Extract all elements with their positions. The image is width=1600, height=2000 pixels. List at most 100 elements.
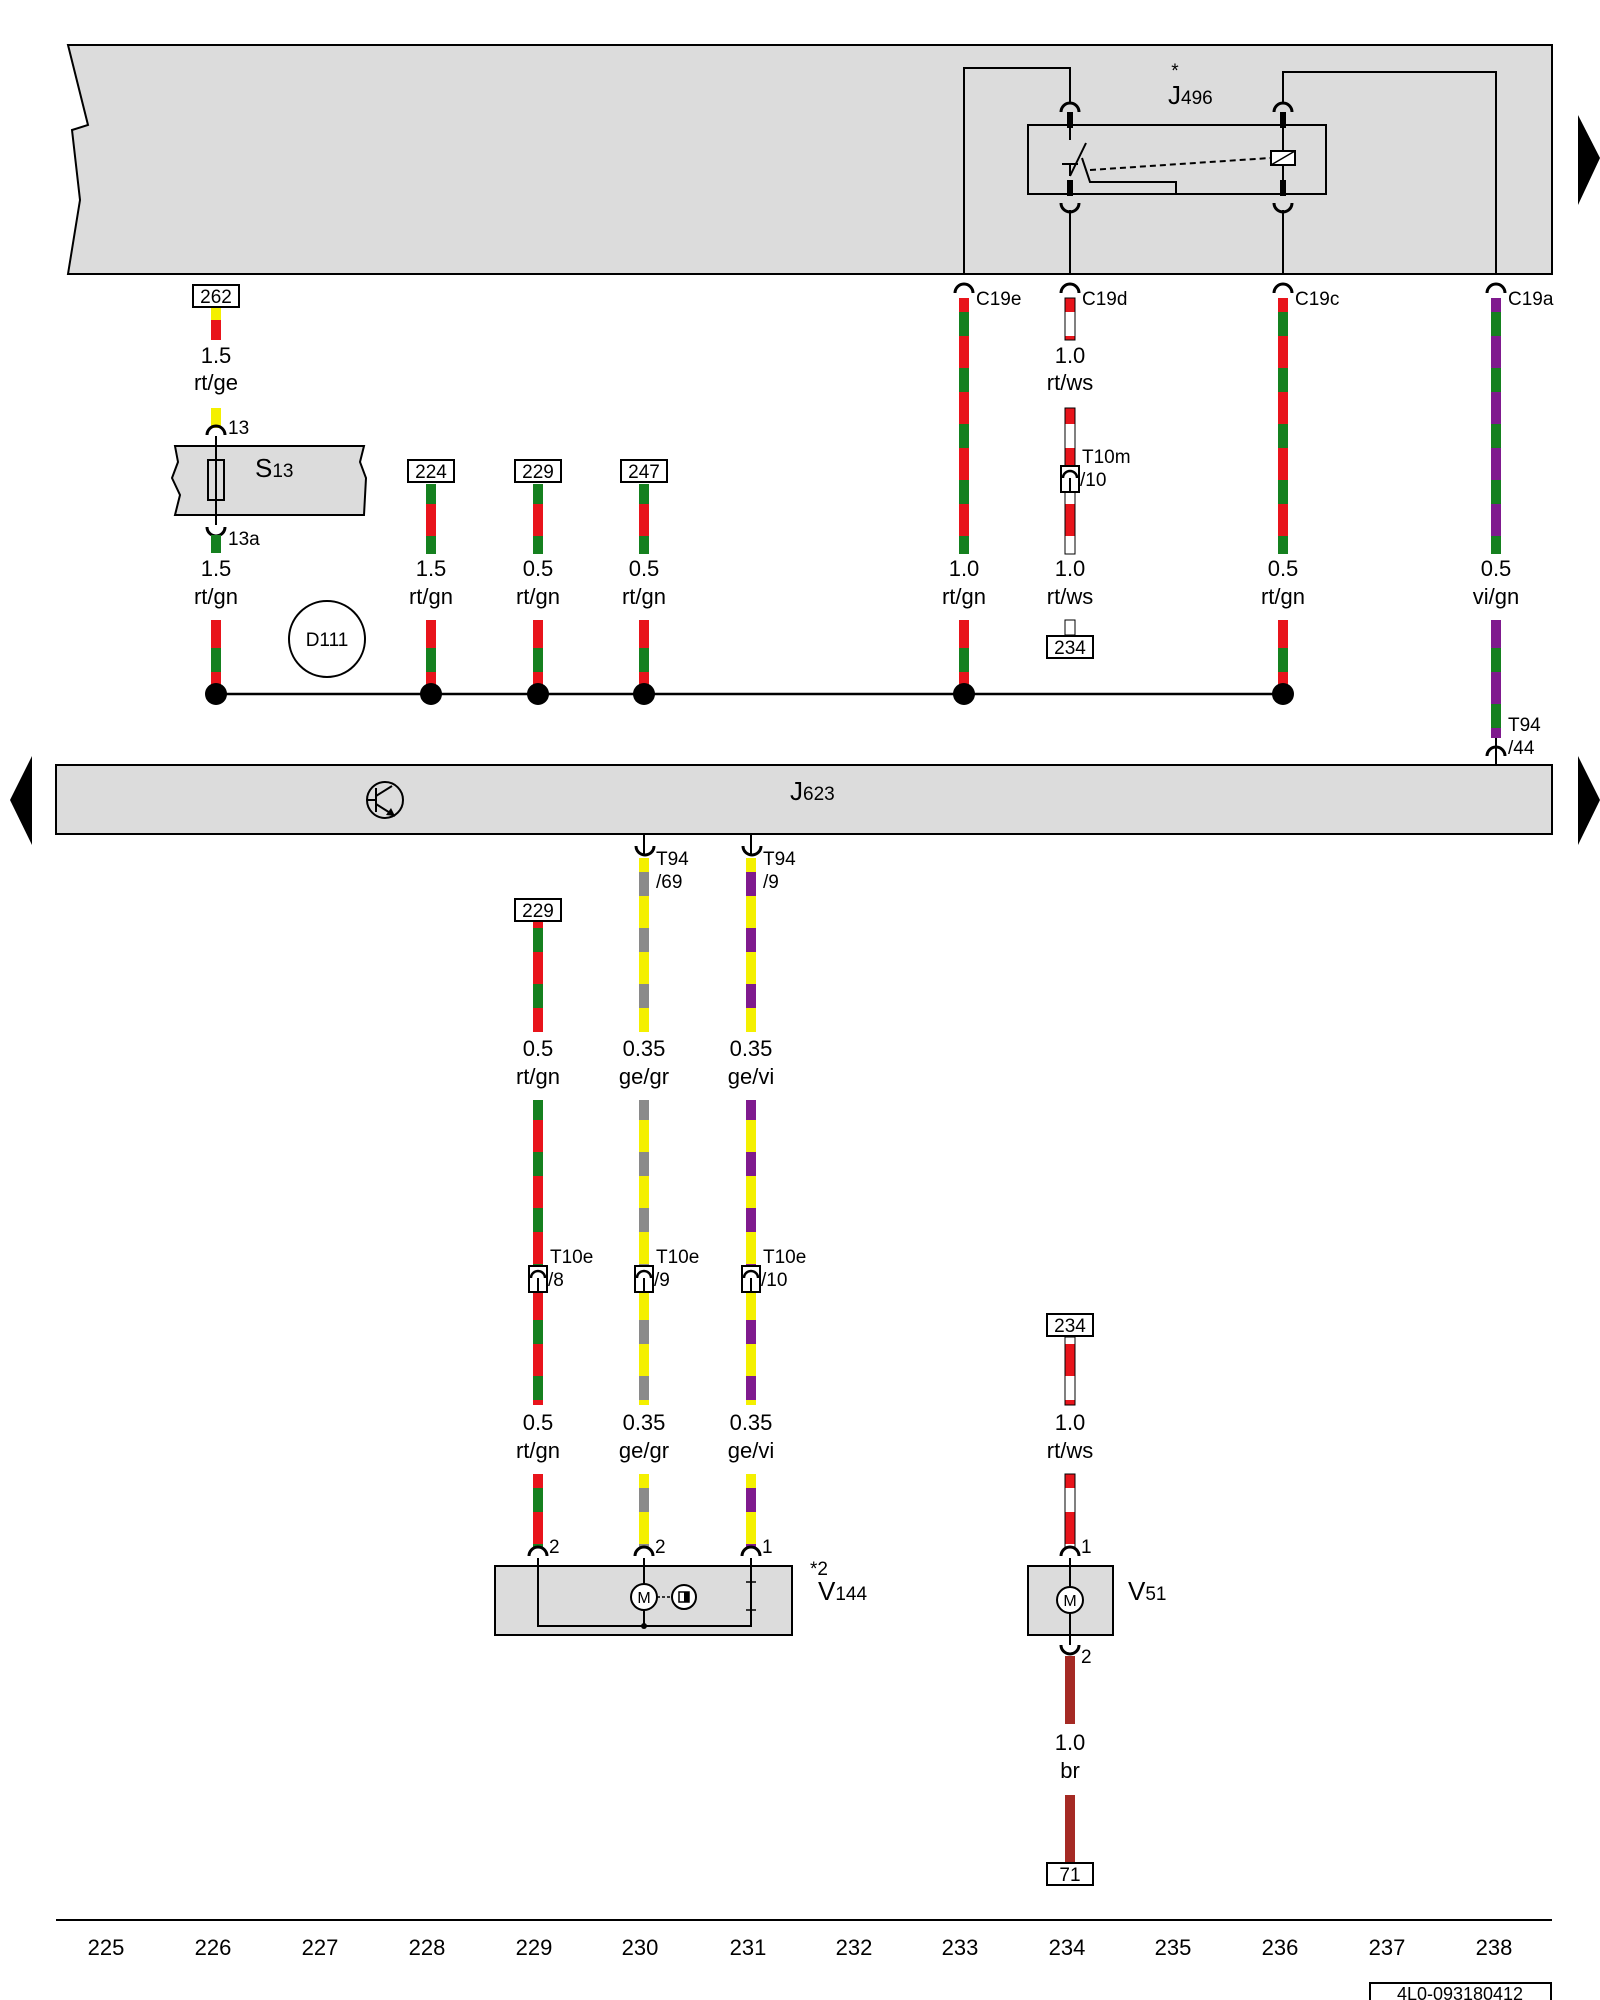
svg-text:233: 233 <box>942 1935 979 1960</box>
ref-box-234-lower[interactable]: 234 <box>1046 1313 1094 1337</box>
svg-text:rt/gn: rt/gn <box>194 584 238 609</box>
svg-text:T10e: T10e <box>763 1247 806 1268</box>
svg-text:234: 234 <box>1054 638 1086 659</box>
wire-label-w15: 0.35 ge/gr <box>619 1410 669 1463</box>
svg-text:D111: D111 <box>306 630 349 651</box>
top-panel <box>66 44 1553 275</box>
svg-text:/9: /9 <box>654 1270 670 1291</box>
svg-text:226: 226 <box>195 1935 232 1960</box>
svg-text:rt/gn: rt/gn <box>516 584 560 609</box>
svg-text:ge/gr: ge/gr <box>619 1064 669 1089</box>
column-numbers: 225 226 227 228 229 230 231 232 233 234 … <box>88 1935 1513 1960</box>
svg-text:T10e: T10e <box>550 1247 593 1268</box>
svg-text:1.0: 1.0 <box>1055 343 1086 368</box>
v51-label: V51 <box>1128 1576 1166 1606</box>
svg-text:rt/ws: rt/ws <box>1047 584 1093 609</box>
svg-text:T10m: T10m <box>1082 447 1131 468</box>
svg-text:rt/gn: rt/gn <box>1261 584 1305 609</box>
footer-code-box <box>1369 1982 1552 2000</box>
svg-text:1.0: 1.0 <box>949 556 980 581</box>
connector-t10e-10: T10e /10 <box>741 1247 806 1293</box>
pin-t94-44-num: /44 <box>1508 738 1535 759</box>
motor-v51: M V51 <box>1027 1558 1166 1645</box>
wire-label-w16: 0.35 ge/vi <box>728 1410 774 1463</box>
svg-text:227: 227 <box>302 1935 339 1960</box>
svg-text:0.35: 0.35 <box>623 1036 666 1061</box>
svg-text:0.5: 0.5 <box>523 1410 554 1435</box>
svg-text:vi/gn: vi/gn <box>1473 584 1519 609</box>
svg-text:237: 237 <box>1369 1935 1406 1960</box>
svg-text:0.5: 0.5 <box>523 556 554 581</box>
wire-label-w3: 1.5 rt/gn <box>194 556 238 609</box>
svg-text:0.35: 0.35 <box>730 1410 773 1435</box>
svg-text:71: 71 <box>1059 1865 1080 1886</box>
pin-c19c: C19c <box>1295 289 1339 310</box>
arrow-right-top-icon <box>1578 115 1600 205</box>
wire-label-w4: 1.5 rt/gn <box>409 556 453 609</box>
ref-box-247[interactable]: 247 <box>620 459 668 483</box>
motor-v144: M *2 V144 <box>494 1558 867 1636</box>
ref-box-229-top[interactable]: 229 <box>514 459 562 483</box>
svg-text:232: 232 <box>836 1935 873 1960</box>
svg-text:br: br <box>1060 1758 1080 1783</box>
j496-label: J496 <box>1168 80 1213 110</box>
v51-pin-2: 2 <box>1081 1647 1092 1668</box>
ref-box-262[interactable]: 262 <box>192 284 240 308</box>
svg-text:1.0: 1.0 <box>1055 1410 1086 1435</box>
svg-text:262: 262 <box>200 287 232 308</box>
svg-text:231: 231 <box>730 1935 767 1960</box>
svg-text:229: 229 <box>522 462 554 483</box>
ref-box-234-upper[interactable]: 234 <box>1046 635 1094 659</box>
pin-c19e: C19e <box>976 289 1021 310</box>
svg-text:234: 234 <box>1049 1935 1086 1960</box>
svg-text:ge/vi: ge/vi <box>728 1064 774 1089</box>
wire-label-w8: 1.0 rt/ws <box>1047 556 1093 609</box>
svg-text:0.5: 0.5 <box>523 1036 554 1061</box>
wire-label-w13: 0.35 ge/vi <box>728 1036 774 1089</box>
wire-label-w7: 1.0 rt/gn <box>942 556 986 609</box>
v144-pin-b: 2 <box>655 1537 666 1558</box>
splice-d111: D111 <box>288 600 366 678</box>
wire-label-w5: 0.5 rt/gn <box>516 556 560 609</box>
arrow-left-icon <box>10 756 32 845</box>
svg-text:230: 230 <box>622 1935 659 1960</box>
pin-t94-9-num: /9 <box>763 872 779 893</box>
connector-t10e-8: T10e /8 <box>528 1247 593 1293</box>
svg-text:rt/gn: rt/gn <box>516 1438 560 1463</box>
svg-text:rt/ws: rt/ws <box>1047 1438 1093 1463</box>
s13-pin-out: 13a <box>228 529 260 550</box>
pin-t94-69-num: /69 <box>656 872 682 893</box>
svg-text:236: 236 <box>1262 1935 1299 1960</box>
wire-label-w14: 0.5 rt/gn <box>516 1410 560 1463</box>
svg-text:225: 225 <box>88 1935 125 1960</box>
wire-label-w18: 1.0 br <box>1055 1730 1086 1783</box>
v51-pin-1: 1 <box>1081 1537 1092 1558</box>
svg-text:1.5: 1.5 <box>201 343 232 368</box>
svg-text:ge/vi: ge/vi <box>728 1438 774 1463</box>
wire-label-w2: 1.0 rt/ws <box>1047 343 1093 395</box>
wire-label-w1: 1.5 rt/ge <box>194 343 238 395</box>
ref-box-224[interactable]: 224 <box>407 459 455 483</box>
arrow-right-mid-icon <box>1578 756 1600 845</box>
wire-label-w11: 0.5 rt/gn <box>516 1036 560 1089</box>
ref-box-229-lower[interactable]: 229 <box>514 898 562 922</box>
svg-text:M: M <box>637 1590 650 1607</box>
ref-box-71[interactable]: 71 <box>1046 1862 1094 1886</box>
s13-label: S13 <box>255 453 293 483</box>
j623-panel <box>55 764 1553 835</box>
svg-text:0.5: 0.5 <box>1481 556 1512 581</box>
svg-text:0.5: 0.5 <box>1268 556 1299 581</box>
svg-text:0.35: 0.35 <box>623 1410 666 1435</box>
svg-text:T10e: T10e <box>656 1247 699 1268</box>
v144-pin-c: 1 <box>762 1537 773 1558</box>
svg-text:/10: /10 <box>1080 470 1106 491</box>
svg-text:0.35: 0.35 <box>730 1036 773 1061</box>
wire-label-w9: 0.5 rt/gn <box>1261 556 1305 609</box>
svg-text:224: 224 <box>415 462 447 483</box>
svg-text:ge/gr: ge/gr <box>619 1438 669 1463</box>
svg-text:M: M <box>1063 1593 1076 1610</box>
pin-t94-69: T94 <box>656 849 689 870</box>
connector-t10e-9: T10e /9 <box>634 1247 699 1293</box>
relay-j496: * J496 <box>963 61 1497 274</box>
svg-text:1.0: 1.0 <box>1055 1730 1086 1755</box>
